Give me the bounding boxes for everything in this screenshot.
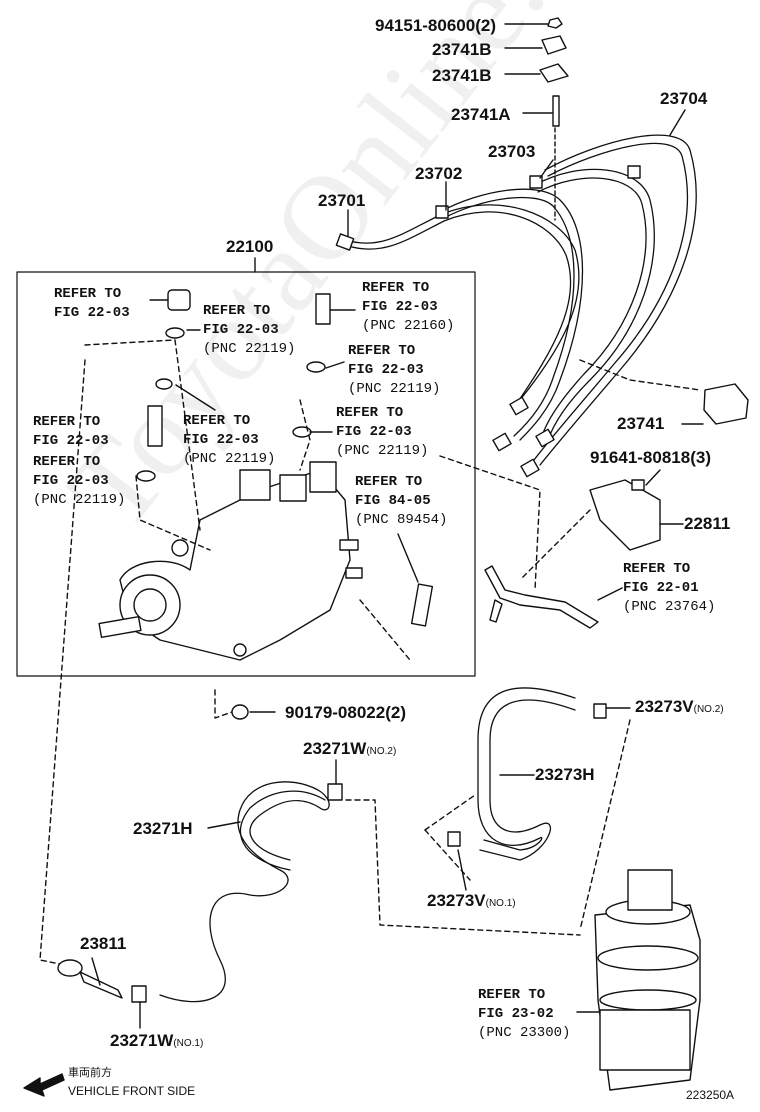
label-23702: 23702 (415, 164, 463, 183)
nut-94151-icon (547, 17, 563, 29)
label-90179-08022: 90179-08022(2) (285, 703, 406, 722)
clip-23271w2-icon (327, 783, 343, 801)
label-23741b-upper: 23741B (432, 40, 492, 59)
pump-small-parts-icon (136, 289, 434, 627)
label-23271h: 23271H (133, 819, 193, 838)
label-23741b-lower: 23741B (432, 66, 492, 85)
pump-group-frame (16, 271, 476, 677)
label-94151-80600: 94151-80600(2) (375, 16, 496, 35)
label-23741a: 23741A (451, 105, 511, 124)
fuel-filter-icon (594, 869, 701, 1091)
hose-23271h-icon (159, 781, 330, 1003)
label-22811: 22811 (684, 514, 731, 533)
clamp-23741-icon (703, 383, 749, 425)
vehicle-front-label-jp: 車両前方 (68, 1066, 112, 1079)
bolt-91641-icon (631, 479, 645, 491)
label-23271w-no1: 23271W(NO.1) (110, 1031, 204, 1050)
label-23273v-no2: 23273V(NO.2) (635, 697, 724, 716)
label-23741: 23741 (617, 414, 665, 433)
bracket-22811-icon (589, 479, 661, 551)
washer-90179-icon (231, 704, 249, 720)
label-23701: 23701 (318, 191, 366, 210)
label-22100: 22100 (226, 237, 274, 256)
vehicle-front-label: VEHICLE FRONT SIDE (68, 1084, 196, 1098)
label-91641-80818: 91641-80818(3) (590, 448, 711, 467)
label-23273v-no1: 23273V(NO.1) (427, 891, 516, 910)
tee-fitting-icon (484, 565, 599, 629)
clip-23273v1-icon (447, 831, 461, 847)
figure-id: 223250A (686, 1088, 735, 1102)
label-23704: 23704 (660, 89, 708, 108)
vehicle-front-arrow-icon (23, 1073, 65, 1097)
hose-23273h-icon (477, 687, 576, 861)
bolt-23741a-icon (552, 95, 560, 127)
label-23273h: 23273H (535, 765, 595, 784)
label-23703: 23703 (488, 142, 536, 161)
clip-23271w1-icon (131, 985, 147, 1003)
clip-23273v2-icon (593, 703, 607, 719)
injection-pipes-icon (344, 134, 697, 466)
injection-pump-icon (98, 461, 363, 661)
label-23271w-no2: 23271W(NO.2) (303, 739, 397, 758)
pipe-nuts-icon (335, 165, 641, 478)
clamp-23741b-icon (539, 17, 569, 127)
fitting-23811-icon (57, 959, 123, 999)
label-23811: 23811 (80, 934, 127, 953)
